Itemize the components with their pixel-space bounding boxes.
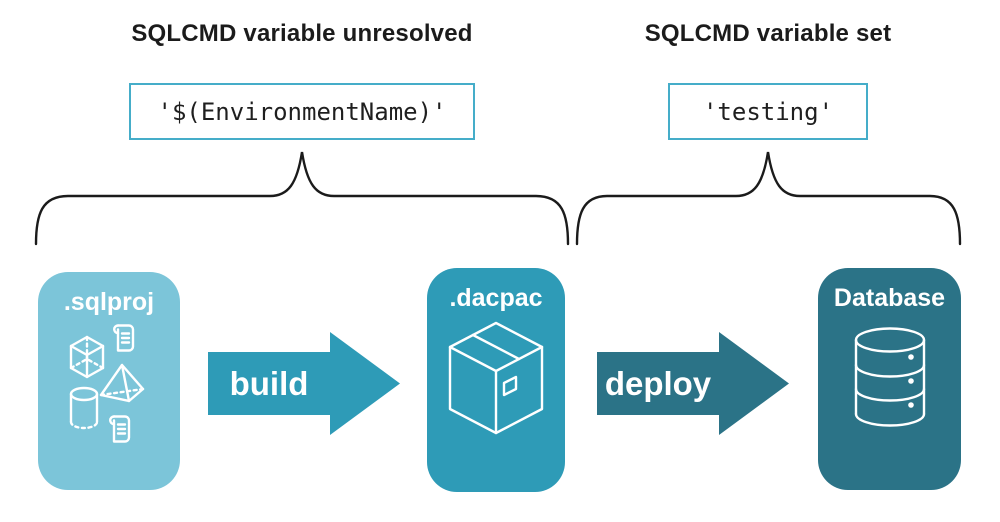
- stage-sqlproj: .sqlproj: [38, 272, 180, 490]
- heading-variable-set: SQLCMD variable set: [644, 20, 892, 47]
- code-text-environment-name: '$(EnvironmentName)': [157, 97, 447, 126]
- dacpac-label: .dacpac: [449, 284, 543, 312]
- build-label: build: [229, 364, 309, 402]
- code-box-testing: 'testing': [668, 83, 868, 140]
- pyramid-icon: [99, 363, 145, 403]
- code-text-testing: 'testing': [702, 97, 834, 126]
- code-box-environment-name: '$(EnvironmentName)': [129, 83, 475, 140]
- deploy-arrow: deploy: [597, 332, 789, 435]
- scroll-icon: [113, 324, 135, 352]
- right-arrow-icon: [208, 332, 400, 435]
- deploy-label: deploy: [604, 364, 712, 402]
- sql-objects-icons: [69, 324, 145, 443]
- build-arrow: build: [208, 332, 400, 435]
- cube-icon: [69, 335, 105, 379]
- sqlproj-label: .sqlproj: [63, 288, 155, 316]
- db-dot: [907, 354, 914, 360]
- package-icon: [448, 321, 544, 435]
- right-brace-icon: [575, 151, 962, 246]
- left-brace-icon: [34, 151, 570, 246]
- database-label: Database: [833, 284, 946, 312]
- cylinder-icon: [69, 386, 99, 430]
- stage-database: Database: [818, 268, 961, 490]
- db-dot: [907, 402, 914, 408]
- stage-dacpac: .dacpac: [427, 268, 565, 492]
- right-arrow-icon: [597, 332, 789, 435]
- scroll-icon: [109, 415, 131, 443]
- heading-variable-unresolved: SQLCMD variable unresolved: [131, 20, 473, 47]
- database-icon: [854, 327, 925, 427]
- db-dot: [907, 378, 914, 384]
